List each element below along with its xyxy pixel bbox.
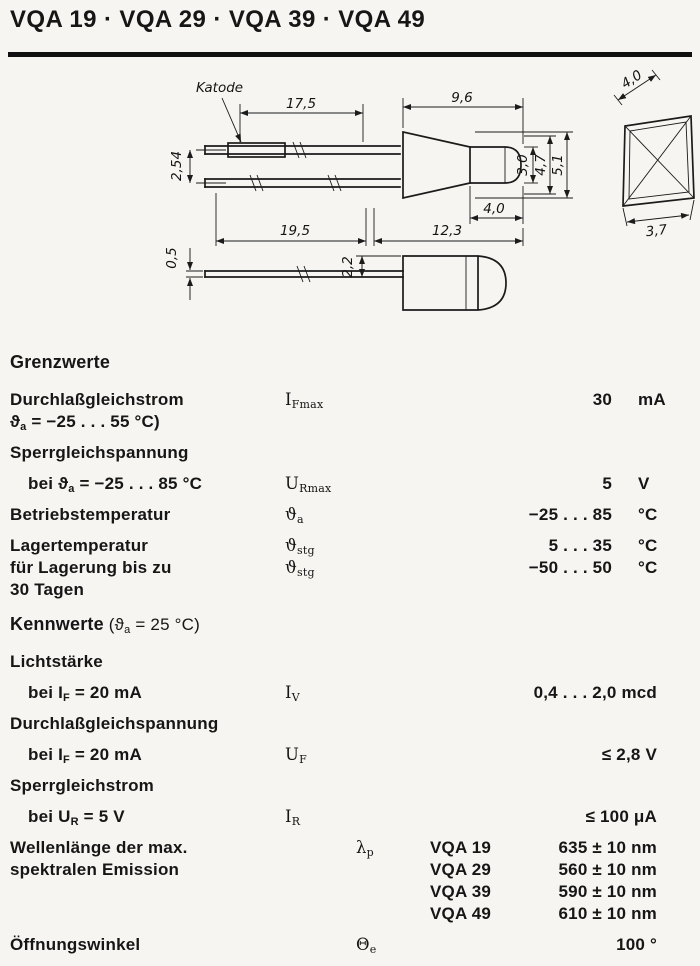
spec-row: für Lagerung bis zu ϑstg −50 . . . 50 °C [10, 558, 692, 580]
value: 30 [592, 390, 612, 409]
kennwerte-heading-text: Kennwerte [10, 614, 104, 634]
unit: mA [638, 390, 666, 409]
param-label: bei IF = 20 mA [28, 683, 142, 704]
spec-row: Sperrgleichstrom [10, 776, 692, 798]
type-designation: VQA 39 [430, 882, 492, 901]
front-view: 4,0 3,7 [613, 67, 695, 241]
grenzwerte-heading: Grenzwerte [10, 352, 111, 372]
param-label: ϑa = −25 . . . 55 °C) [10, 412, 160, 433]
dim-body-length: 9,6 [451, 90, 472, 106]
section-kennwerte: Kennwerte (ϑa = 25 °C) Lichtstärke bei IF… [0, 614, 700, 966]
symbol: ϑa [285, 505, 304, 526]
spec-row: bei ϑa = −25 . . . 85 °C URmax 5 V [10, 474, 692, 496]
symbol: URmax [285, 474, 332, 495]
dim-across-flats: 4,7 [533, 154, 549, 176]
unit: °C [638, 505, 658, 524]
param-label: bei UR = 5 V [28, 807, 125, 828]
value: −25 . . . 85 [528, 505, 612, 524]
spec-row: Sperrgleichspannung [10, 443, 692, 465]
spec-row: VQA 39 590 ± 10 nm [10, 882, 692, 904]
symbol: IR [285, 807, 301, 828]
param-label: Sperrgleichspannung [10, 443, 189, 462]
param-label: Wellenlänge der max. [10, 838, 188, 857]
param-label: Sperrgleichstrom [10, 776, 154, 795]
spec-row: Wellenlänge der max. λp VQA 19 635 ± 10 nm [10, 838, 692, 860]
spec-row: bei IF = 20 mA IV 0,4 . . . 2,0 mcd [10, 683, 692, 705]
kennwerte-heading: Kennwerte (ϑa = 25 °C) [10, 614, 200, 636]
param-label: Öffnungswinkel [10, 935, 141, 954]
page-title: VQA 19 · VQA 29 · VQA 39 · VQA 49 [10, 6, 426, 33]
param-label: Lagertemperatur [10, 536, 149, 555]
symbol: λp [356, 838, 374, 859]
dim-front-width: 4,0 [618, 67, 645, 92]
param-label: bei IF = 20 mA [28, 745, 142, 766]
type-designation: VQA 19 [430, 838, 492, 857]
dim-lead-offset: 2,2 [340, 256, 356, 277]
dim-lead-pitch: 2,54 [169, 151, 185, 181]
katode-label: Katode [196, 80, 243, 96]
param-label: Durchlaßgleichspannung [10, 714, 219, 733]
unit: V [638, 474, 650, 493]
top-view: Katode 17,5 [169, 80, 573, 246]
value: 560 ± 10 nm [558, 860, 657, 879]
title-rule [8, 52, 692, 57]
symbol: UF [285, 745, 307, 766]
param-label: spektralen Emission [10, 860, 180, 879]
dim-lens-length: 4,0 [483, 201, 504, 217]
dim-body-total-length: 12,3 [432, 223, 462, 239]
section-grenzwerte: Grenzwerte Durchlaßgleichstrom IFmax 30 mA ϑ… [0, 352, 700, 602]
dim-body-height: 5,1 [550, 154, 566, 175]
param-label: Durchlaßgleichstrom [10, 390, 184, 409]
value: 5 [602, 474, 612, 493]
param-label: Lichtstärke [10, 652, 103, 671]
spec-row: spektralen Emission VQA 29 560 ± 10 nm [10, 860, 692, 882]
spec-row: bei IF = 20 mA UF ≤ 2,8 V [10, 745, 692, 767]
type-designation: VQA 29 [430, 860, 492, 879]
spec-row: Öffnungswinkel Θe 100 ° [10, 935, 692, 957]
dim-lead-total-length: 19,5 [280, 223, 310, 239]
param-label: 30 Tagen [10, 580, 85, 599]
symbol: ϑstg [285, 536, 315, 557]
symbol: ϑstg [285, 558, 315, 579]
dim-lead-thickness: 0,5 [164, 247, 180, 268]
dim-lead-free-length: 17,5 [286, 96, 316, 112]
side-view: 0,5 2,2 [164, 247, 507, 311]
value: 0,4 . . . 2,0 mcd [533, 683, 657, 702]
value: 590 ± 10 nm [558, 882, 657, 901]
value: ≤ 100 μA [585, 807, 657, 826]
param-label: Betriebstemperatur [10, 505, 171, 524]
symbol: IFmax [285, 390, 324, 411]
dim-lens-diameter: 3,0 [515, 154, 531, 175]
spec-row: Lagertemperatur ϑstg 5 . . . 35 °C [10, 536, 692, 558]
param-label: für Lagerung bis zu [10, 558, 172, 577]
spec-row: Betriebstemperatur ϑa −25 . . . 85 °C [10, 505, 692, 527]
kennwerte-heading-condition: (ϑa = 25 °C) [103, 615, 200, 636]
value: −50 . . . 50 [528, 558, 612, 577]
package-drawing: Katode 17,5 [164, 67, 695, 311]
value: 610 ± 10 nm [558, 904, 657, 923]
type-designation: VQA 49 [430, 904, 492, 923]
param-label: bei ϑa = −25 . . . 85 °C [28, 474, 203, 495]
value: 100 ° [616, 935, 657, 954]
unit: °C [638, 558, 658, 577]
spec-row: 30 Tagen [10, 580, 692, 602]
unit: °C [638, 536, 658, 555]
symbol: IV [285, 683, 300, 704]
value: 635 ± 10 nm [558, 838, 657, 857]
spec-row: Durchlaßgleichspannung [10, 714, 692, 736]
spec-row: VQA 49 610 ± 10 nm [10, 904, 692, 926]
spec-row: ϑa = −25 . . . 55 °C) [10, 412, 692, 434]
dim-front-depth: 3,7 [645, 222, 669, 241]
value: ≤ 2,8 V [601, 745, 657, 764]
symbol: Θe [356, 935, 377, 956]
spec-row: bei UR = 5 V IR ≤ 100 μA [10, 807, 692, 829]
value: 5 . . . 35 [548, 536, 612, 555]
spec-row: Durchlaßgleichstrom IFmax 30 mA [10, 390, 692, 412]
spec-row: Lichtstärke [10, 652, 692, 674]
